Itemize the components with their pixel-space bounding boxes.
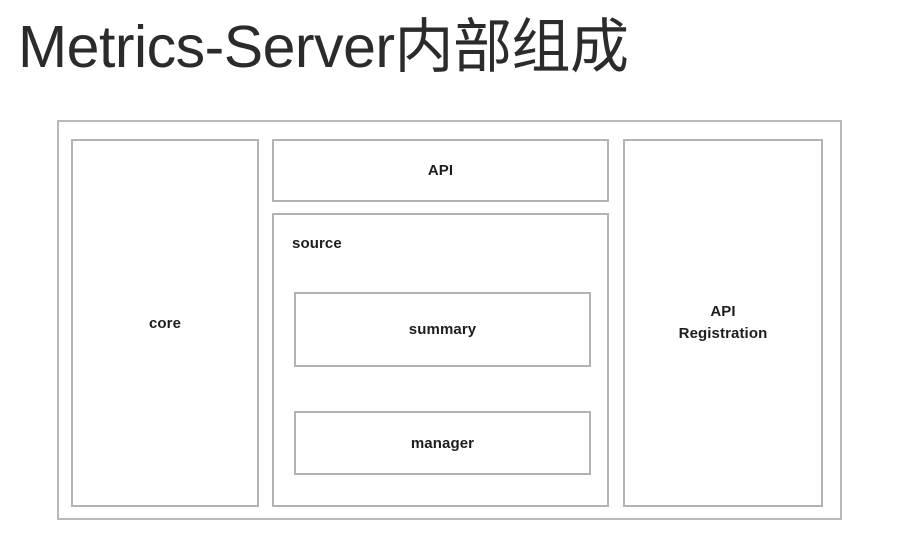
page-title: Metrics-Server内部组成 <box>18 14 629 80</box>
block-source-label: source <box>292 235 342 252</box>
block-api[interactable]: API <box>272 139 609 202</box>
block-summary-label: summary <box>408 321 477 338</box>
block-summary[interactable]: summary <box>294 292 591 367</box>
block-api-registration-label: API Registration <box>679 301 768 346</box>
metrics-server-diagram: core API source summary manager API Regi… <box>57 120 842 520</box>
block-manager-label: manager <box>410 434 475 452</box>
block-api-registration-line1: API <box>710 302 736 320</box>
block-api-label: API <box>427 162 454 179</box>
block-core[interactable]: core <box>71 139 259 507</box>
block-source[interactable]: source summary manager <box>272 213 609 507</box>
block-api-registration-line2: Registration <box>678 325 768 342</box>
block-manager[interactable]: manager <box>294 411 591 475</box>
block-api-registration[interactable]: API Registration <box>623 139 823 507</box>
middle-column: API source summary manager <box>272 139 609 507</box>
block-core-label: core <box>148 314 182 332</box>
